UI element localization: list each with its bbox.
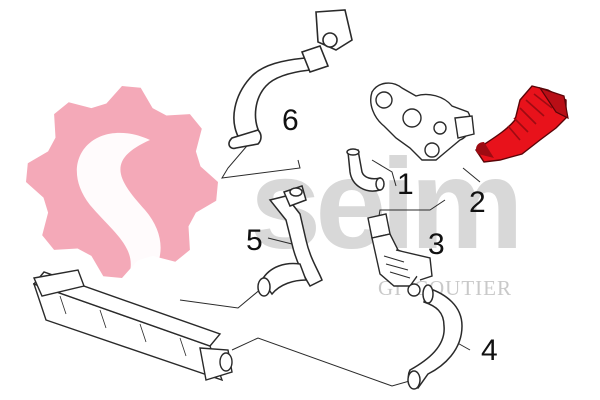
leader-6 [221, 139, 301, 179]
part-5-inlet-hose [257, 185, 323, 297]
part-3-air-duct [367, 213, 433, 297]
part-6-upper-hose [228, 9, 353, 150]
callout-2: 2 [469, 186, 486, 219]
leader-5-lower [179, 287, 263, 309]
logo-gear-icon [26, 86, 218, 300]
leader-1 [371, 159, 397, 187]
part-1-small-hose [346, 148, 385, 192]
callout-3: 3 [428, 228, 445, 261]
leader-4-lower [231, 337, 421, 387]
callout-1: 1 [397, 168, 414, 201]
part-4-outlet-hose [407, 284, 463, 390]
callout-numbers: 6 1 2 3 5 4 [246, 104, 498, 367]
callout-5: 5 [246, 224, 263, 257]
callout-6: 6 [282, 104, 299, 137]
leader-2 [462, 167, 481, 183]
turbo-manifold-assembly [370, 82, 475, 161]
callout-4: 4 [481, 334, 498, 367]
part-2-corrugated-hose [475, 85, 569, 163]
logo-s-swoosh [76, 132, 161, 300]
intercooler-assembly [32, 269, 233, 382]
